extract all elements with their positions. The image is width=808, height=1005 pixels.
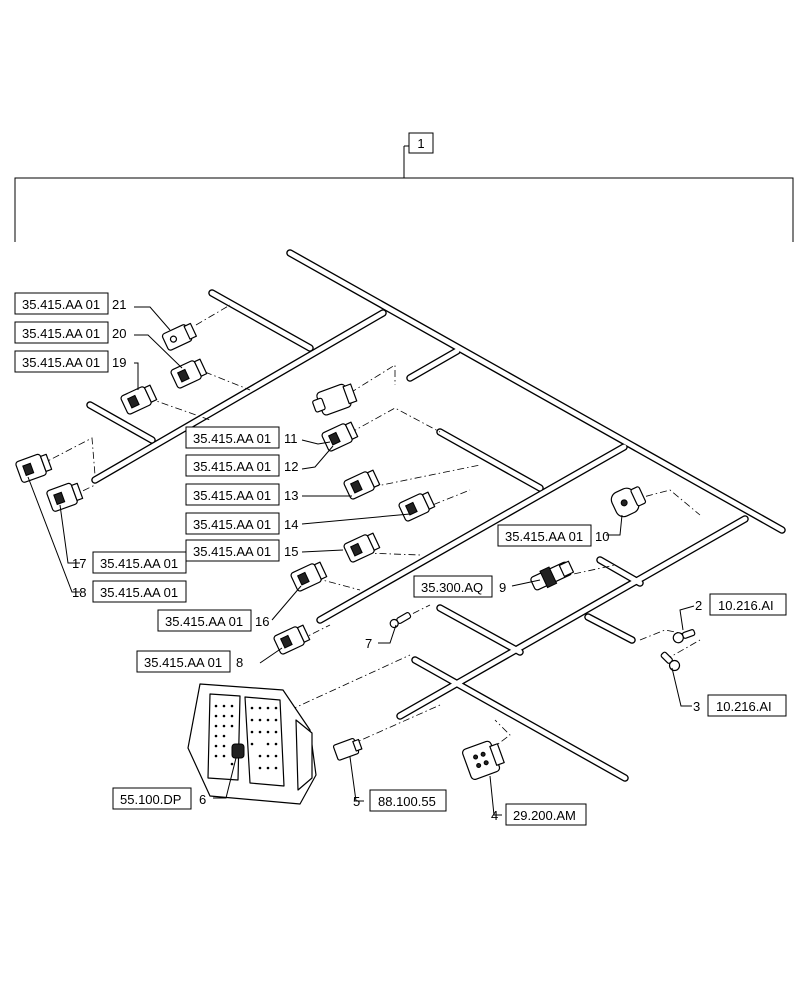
callout-8[interactable]: 35.415.AA 01 8 bbox=[136, 650, 243, 673]
callout-13-ref: 35.415.AA 01 bbox=[193, 488, 271, 503]
connector-17-icon bbox=[46, 482, 84, 512]
callout-16-ref: 35.415.AA 01 bbox=[165, 614, 243, 629]
callout-13[interactable]: 35.415.AA 01 13 bbox=[185, 483, 298, 506]
assembly-bracket: 1 bbox=[14, 132, 794, 242]
callout-21[interactable]: 35.415.AA 01 21 bbox=[14, 292, 126, 315]
callout-20-ref: 35.415.AA 01 bbox=[22, 326, 100, 341]
callout-7-number: 7 bbox=[365, 636, 372, 651]
callout-18[interactable]: 18 35.415.AA 01 bbox=[72, 580, 187, 603]
callout-11[interactable]: 35.415.AA 01 11 bbox=[185, 426, 298, 449]
callout-15-number: 15 bbox=[284, 544, 298, 559]
connector-11-icon bbox=[312, 383, 358, 416]
ring-terminal-7-icon bbox=[389, 612, 412, 629]
callout-18-ref: 35.415.AA 01 bbox=[100, 585, 178, 600]
connector-5-icon bbox=[332, 738, 363, 761]
callout-13-number: 13 bbox=[284, 488, 298, 503]
ring-terminal-2-icon bbox=[672, 629, 696, 644]
callout-16-number: 16 bbox=[255, 614, 269, 629]
callout-4-ref: 29.200.AM bbox=[513, 808, 576, 823]
callout-6[interactable]: 55.100.DP 6 bbox=[112, 787, 206, 810]
connector-10-icon bbox=[610, 486, 647, 518]
callout-3[interactable]: 3 10.216.AI bbox=[693, 694, 787, 717]
callout-4-number: 4 bbox=[491, 808, 498, 823]
callout-6-ref: 55.100.DP bbox=[120, 792, 181, 807]
callout-5-ref: 88.100.55 bbox=[378, 794, 436, 809]
callout-10-number: 10 bbox=[595, 529, 609, 544]
callout-14-ref: 35.415.AA 01 bbox=[193, 517, 271, 532]
callout-5[interactable]: 5 88.100.55 bbox=[353, 789, 447, 812]
callout-19-ref: 35.415.AA 01 bbox=[22, 355, 100, 370]
callout-19[interactable]: 35.415.AA 01 19 bbox=[14, 350, 126, 373]
callout-3-number: 3 bbox=[693, 699, 700, 714]
connectors bbox=[15, 322, 696, 805]
callout-18-number: 18 bbox=[72, 585, 86, 600]
callout-10[interactable]: 35.415.AA 01 10 bbox=[497, 524, 609, 547]
callout-6-number: 6 bbox=[199, 792, 206, 807]
wiring-harness bbox=[86, 249, 786, 782]
callout-labels: 35.415.AA 01 21 35.415.AA 01 20 35.415.A… bbox=[14, 292, 787, 826]
connector-19-icon bbox=[120, 384, 158, 415]
connection-lines bbox=[39, 304, 701, 751]
connector-15-icon bbox=[343, 532, 381, 563]
callout-9-number: 9 bbox=[499, 580, 506, 595]
connector-18-icon bbox=[15, 453, 53, 483]
callout-21-number: 21 bbox=[112, 297, 126, 312]
connector-20-icon bbox=[170, 358, 208, 389]
callout-20-number: 20 bbox=[112, 326, 126, 341]
connector-9-icon bbox=[530, 560, 575, 591]
callout-15[interactable]: 35.415.AA 01 15 bbox=[185, 539, 298, 562]
callout-9-ref: 35.300.AQ bbox=[421, 580, 483, 595]
callout-3-ref: 10.216.AI bbox=[716, 699, 772, 714]
callout-5-number: 5 bbox=[353, 794, 360, 809]
callout-17-number: 17 bbox=[72, 556, 86, 571]
callout-16[interactable]: 35.415.AA 01 16 bbox=[157, 609, 269, 632]
callout-12-number: 12 bbox=[284, 459, 298, 474]
callout-2-ref: 10.216.AI bbox=[718, 598, 774, 613]
connector-13-icon bbox=[343, 469, 381, 500]
connector-12-icon bbox=[321, 421, 359, 452]
callout-17-ref: 35.415.AA 01 bbox=[100, 556, 178, 571]
callout-20[interactable]: 35.415.AA 01 20 bbox=[14, 321, 126, 344]
callout-11-ref: 35.415.AA 01 bbox=[193, 431, 271, 446]
callout-4[interactable]: 4 29.200.AM bbox=[491, 803, 587, 826]
callout-8-ref: 35.415.AA 01 bbox=[144, 655, 222, 670]
callout-12[interactable]: 35.415.AA 01 12 bbox=[185, 454, 298, 477]
callout-19-number: 19 bbox=[112, 355, 126, 370]
callout-21-ref: 35.415.AA 01 bbox=[22, 297, 100, 312]
connector-14-icon bbox=[398, 491, 436, 522]
ring-terminal-3-icon bbox=[660, 651, 681, 672]
callout-12-ref: 35.415.AA 01 bbox=[193, 459, 271, 474]
assembly-callout-number: 1 bbox=[417, 136, 424, 151]
callout-14[interactable]: 35.415.AA 01 14 bbox=[185, 512, 298, 535]
callout-15-ref: 35.415.AA 01 bbox=[193, 544, 271, 559]
ecu-connector-6-icon bbox=[187, 683, 317, 805]
connector-8-icon bbox=[273, 624, 311, 655]
leader-lines bbox=[27, 306, 695, 816]
callout-10-ref: 35.415.AA 01 bbox=[505, 529, 583, 544]
callout-8-number: 8 bbox=[236, 655, 243, 670]
connector-4-icon bbox=[462, 740, 505, 780]
callout-7[interactable]: 7 bbox=[365, 636, 372, 651]
callout-11-number: 11 bbox=[284, 431, 298, 446]
callout-2[interactable]: 2 10.216.AI bbox=[695, 593, 787, 616]
connector-21-icon bbox=[161, 322, 197, 351]
connector-16-icon bbox=[290, 561, 328, 592]
callout-2-number: 2 bbox=[695, 598, 702, 613]
callout-17[interactable]: 17 35.415.AA 01 bbox=[72, 551, 187, 574]
callout-14-number: 14 bbox=[284, 517, 298, 532]
callout-9[interactable]: 35.300.AQ 9 bbox=[413, 575, 506, 598]
